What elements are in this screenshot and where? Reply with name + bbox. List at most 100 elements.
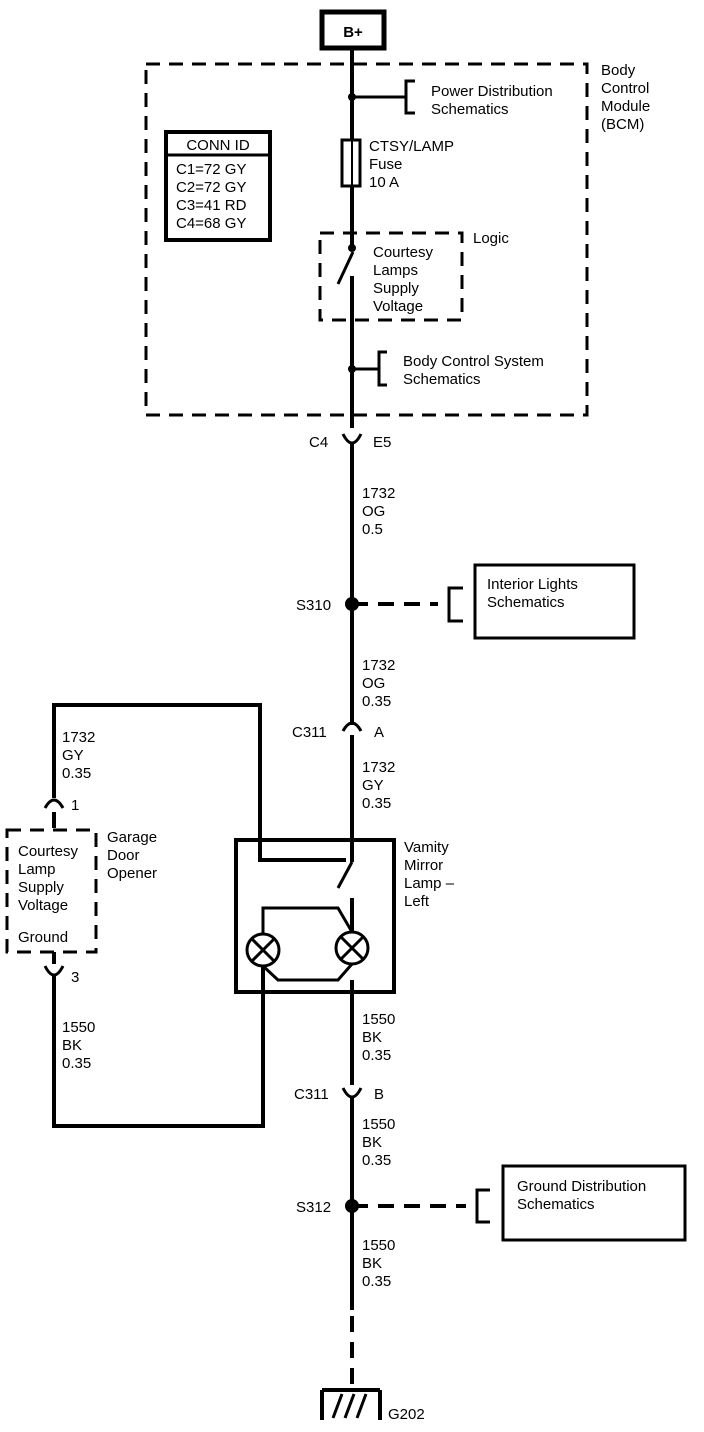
wire-label-1732-og-0-5: 1732 OG 0.5 — [362, 485, 395, 538]
wire-label-1550-bk-0-35-left: 1550 BK 0.35 — [62, 1019, 95, 1072]
connector-c4 — [341, 433, 363, 445]
svg-text:Body Control System: Body Control System — [403, 353, 544, 370]
splice-s312-label: S312 — [296, 1199, 331, 1216]
svg-text:Left: Left — [404, 893, 430, 910]
svg-text:BK: BK — [362, 1029, 382, 1046]
reference-bracket — [404, 79, 415, 115]
fuse-label: CTSY/LAMP Fuse 10 A — [369, 138, 454, 191]
svg-text:GY: GY — [62, 747, 84, 764]
svg-text:0.35: 0.35 — [362, 693, 391, 710]
svg-text:Opener: Opener — [107, 865, 157, 882]
svg-text:1550: 1550 — [62, 1019, 95, 1036]
svg-text:0.35: 0.35 — [362, 795, 391, 812]
wire-label-1550-bk-0-35-c: 1550 BK 0.35 — [362, 1237, 395, 1290]
ground-distribution-ref-box — [501, 1164, 687, 1242]
svg-text:Schematics: Schematics — [517, 1196, 595, 1213]
interior-lights-ref-box — [473, 563, 636, 640]
connector-gdo-pin-1-label: 1 — [71, 797, 79, 814]
connector-c311-a-pin: A — [374, 724, 384, 741]
svg-text:Courtesy: Courtesy — [373, 244, 434, 261]
svg-text:Vamity: Vamity — [404, 839, 449, 856]
interior-lights-ref: Interior Lights Schematics — [487, 576, 578, 611]
lamp-bulb-icon — [334, 930, 370, 966]
svg-text:Schematics: Schematics — [487, 594, 565, 611]
connector-c4-label: C4 — [309, 434, 328, 451]
svg-text:CTSY/LAMP: CTSY/LAMP — [369, 138, 454, 155]
svg-text:1732: 1732 — [362, 485, 395, 502]
svg-text:Body: Body — [601, 62, 636, 79]
connector-gdo-pin-1 — [43, 798, 65, 809]
svg-text:1732: 1732 — [362, 657, 395, 674]
svg-text:Lamp –: Lamp – — [404, 875, 455, 892]
svg-text:(BCM): (BCM) — [601, 116, 644, 133]
vanity-mirror-label: Vamity Mirror Lamp – Left — [404, 839, 455, 910]
svg-text:1550: 1550 — [362, 1237, 395, 1254]
garage-door-opener-box — [5, 828, 98, 954]
power-distribution-ref: Power Distribution Schematics — [431, 83, 553, 118]
svg-text:10 A: 10 A — [369, 174, 399, 191]
svg-text:Courtesy: Courtesy — [18, 843, 79, 860]
svg-text:Schematics: Schematics — [403, 371, 481, 388]
svg-text:0.35: 0.35 — [362, 1273, 391, 1290]
wire-label-1550-bk-0-35-a: 1550 BK 0.35 — [362, 1011, 395, 1064]
svg-text:1732: 1732 — [362, 759, 395, 776]
svg-text:Schematics: Schematics — [431, 101, 509, 118]
conn-id-row: C3=41 RD — [176, 197, 247, 214]
reference-bracket — [377, 350, 387, 387]
svg-text:Control: Control — [601, 80, 649, 97]
wire-label-1732-og-0-35: 1732 OG 0.35 — [362, 657, 395, 710]
logic-switch-label: Courtesy Lamps Supply Voltage — [373, 244, 434, 315]
splice-s310-label: S310 — [296, 597, 331, 614]
svg-text:0.35: 0.35 — [362, 1047, 391, 1064]
svg-text:GY: GY — [362, 777, 384, 794]
svg-text:Ground Distribution: Ground Distribution — [517, 1178, 646, 1195]
vanity-mirror-lamp-box — [234, 838, 396, 994]
garage-door-opener-inner-label: Courtesy Lamp Supply Voltage Ground — [18, 843, 79, 946]
svg-text:0.35: 0.35 — [62, 765, 91, 782]
svg-text:Ground: Ground — [18, 929, 68, 946]
garage-door-opener-label: Garage Door Opener — [107, 829, 157, 882]
connector-gdo-pin-3-label: 3 — [71, 969, 79, 986]
svg-text:0.35: 0.35 — [62, 1055, 91, 1072]
wire-label-1732-gy-0-35-left: 1732 GY 0.35 — [62, 729, 95, 782]
wire-label-1732-gy-0-35: 1732 GY 0.35 — [362, 759, 395, 812]
svg-text:Door: Door — [107, 847, 140, 864]
svg-text:0.35: 0.35 — [362, 1152, 391, 1169]
svg-text:BK: BK — [62, 1037, 82, 1054]
connector-c311-b — [341, 1087, 363, 1099]
svg-text:Interior Lights: Interior Lights — [487, 576, 578, 593]
body-control-system-ref: Body Control System Schematics — [403, 353, 544, 388]
svg-text:Supply: Supply — [373, 280, 419, 297]
vanity-switch-blade — [336, 861, 354, 889]
svg-text:1550: 1550 — [362, 1011, 395, 1028]
connector-c311-a-label: C311 — [292, 724, 327, 741]
svg-text:Power Distribution: Power Distribution — [431, 83, 553, 100]
conn-id-row: C2=72 GY — [176, 179, 246, 196]
svg-text:Supply: Supply — [18, 879, 64, 896]
svg-text:1732: 1732 — [62, 729, 95, 746]
svg-text:Voltage: Voltage — [18, 897, 68, 914]
wire-gdo-supply — [52, 703, 346, 862]
svg-text:Fuse: Fuse — [369, 156, 402, 173]
conn-id-row: C4=68 GY — [176, 215, 246, 232]
svg-text:OG: OG — [362, 503, 385, 520]
connector-c4-pin: E5 — [373, 434, 391, 451]
vanity-internal-wire — [261, 906, 354, 935]
svg-text:BK: BK — [362, 1134, 382, 1151]
logic-switch-blade — [336, 251, 355, 285]
svg-text:1550: 1550 — [362, 1116, 395, 1133]
lamp-bulb-icon — [245, 932, 281, 968]
svg-text:Lamp: Lamp — [18, 861, 56, 878]
svg-text:BK: BK — [362, 1255, 382, 1272]
bcm-label: Body Control Module (BCM) — [601, 62, 650, 133]
svg-text:Module: Module — [601, 98, 650, 115]
svg-text:Lamps: Lamps — [373, 262, 418, 279]
conn-id-title: CONN ID — [186, 137, 250, 154]
reference-bracket — [447, 586, 463, 623]
vanity-lamp-ground-wire — [261, 963, 354, 982]
ground-label: G202 — [388, 1406, 425, 1423]
wire-label-1550-bk-0-35-b: 1550 BK 0.35 — [362, 1116, 395, 1169]
wire-gdo-ground — [52, 966, 265, 1128]
svg-text:Garage: Garage — [107, 829, 157, 846]
